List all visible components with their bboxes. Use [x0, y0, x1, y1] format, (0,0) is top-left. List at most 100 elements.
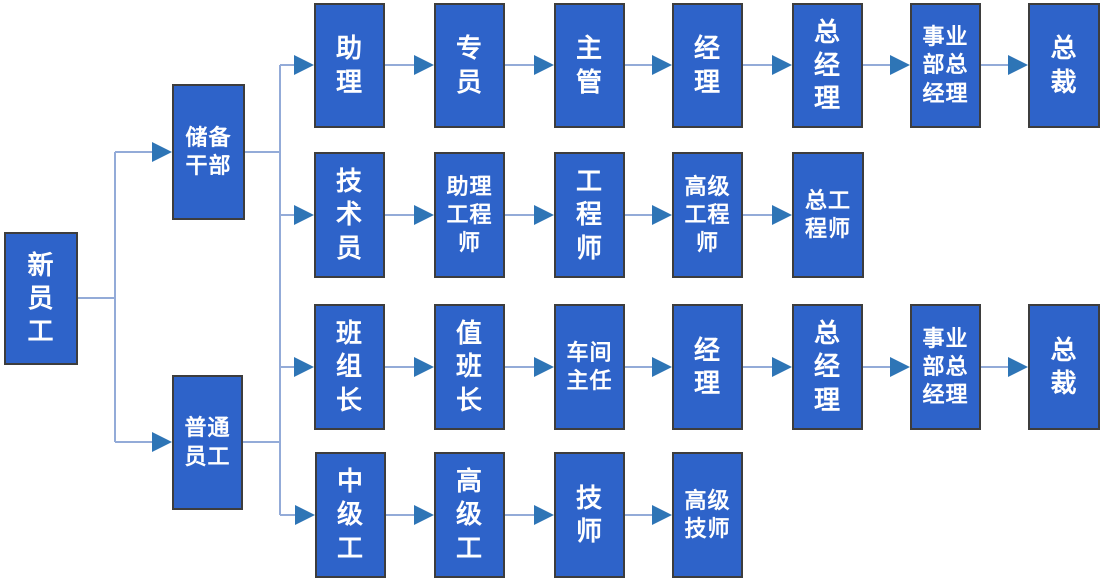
- connector-line: [279, 65, 281, 515]
- arrow-shaft: [115, 151, 154, 153]
- arrow-shaft: [625, 366, 654, 368]
- arrow-shaft: [115, 441, 154, 443]
- arrow-shaft: [981, 366, 1010, 368]
- node-label: 班 组 长: [335, 318, 363, 415]
- node-senior-engineer: 高级 工程 师: [672, 152, 743, 278]
- arrowhead-right-icon: [152, 142, 172, 162]
- arrowhead-right-icon: [294, 55, 314, 75]
- node-reserve-cadre: 储备 干部: [172, 84, 245, 220]
- node-label: 总 裁: [1050, 33, 1078, 97]
- node-team-leader: 班 组 长: [314, 304, 385, 430]
- node-label: 经 理: [693, 33, 721, 97]
- node-label: 高级 技师: [684, 487, 731, 541]
- arrowhead-right-icon: [152, 432, 172, 452]
- node-workshop-director: 车间 主任: [554, 304, 625, 430]
- arrowhead-right-icon: [890, 55, 910, 75]
- arrow-shaft: [385, 366, 416, 368]
- arrowhead-right-icon: [414, 357, 434, 377]
- arrowhead-right-icon: [652, 505, 672, 525]
- node-assistant: 助 理: [314, 3, 385, 128]
- node-general-manager-row3: 总 经 理: [792, 304, 863, 430]
- node-senior-worker: 高 级 工: [434, 452, 505, 578]
- arrow-shaft: [743, 214, 774, 216]
- arrow-shaft: [505, 366, 536, 368]
- node-label: 事业 部总 经理: [922, 325, 969, 408]
- node-engineer: 工 程 师: [554, 152, 625, 278]
- connector-line: [78, 297, 116, 299]
- node-manager-row3: 经 理: [672, 304, 743, 430]
- node-skilled-technician: 技 师: [554, 452, 625, 578]
- node-label: 高 级 工: [455, 466, 483, 563]
- connector-line: [243, 441, 281, 443]
- connector-line: [245, 151, 281, 153]
- arrow-shaft: [386, 514, 416, 516]
- arrowhead-right-icon: [294, 205, 314, 225]
- node-division-gm-row1: 事业 部总 经理: [910, 3, 981, 128]
- node-division-gm-row3: 事业 部总 经理: [910, 304, 981, 430]
- arrowhead-right-icon: [772, 205, 792, 225]
- arrowhead-right-icon: [534, 357, 554, 377]
- node-label: 值 班 长: [455, 318, 483, 415]
- arrowhead-right-icon: [890, 357, 910, 377]
- arrow-shaft: [743, 64, 774, 66]
- arrow-shaft: [505, 214, 536, 216]
- arrowhead-right-icon: [414, 55, 434, 75]
- node-specialist: 专 员: [434, 3, 505, 128]
- arrowhead-right-icon: [294, 357, 314, 377]
- arrow-shaft: [625, 214, 654, 216]
- arrow-shaft: [385, 64, 416, 66]
- node-technician: 技 术 员: [314, 152, 385, 278]
- arrowhead-right-icon: [534, 205, 554, 225]
- arrowhead-right-icon: [772, 357, 792, 377]
- arrowhead-right-icon: [414, 205, 434, 225]
- arrow-shaft: [625, 514, 654, 516]
- arrowhead-right-icon: [534, 505, 554, 525]
- node-shift-leader: 值 班 长: [434, 304, 505, 430]
- arrow-shaft: [280, 64, 296, 66]
- arrow-shaft: [280, 214, 296, 216]
- node-label: 普通 员工: [184, 415, 231, 469]
- node-label: 技 术 员: [335, 166, 363, 263]
- arrowhead-right-icon: [772, 55, 792, 75]
- arrow-shaft: [280, 366, 296, 368]
- node-president-row1: 总 裁: [1028, 3, 1100, 128]
- node-label: 总 经 理: [813, 318, 841, 415]
- node-chief-engineer: 总工 程师: [792, 152, 864, 278]
- node-label: 主 管: [575, 33, 603, 97]
- node-manager-row1: 经 理: [672, 3, 743, 128]
- arrow-shaft: [385, 214, 416, 216]
- connector-line: [114, 152, 116, 442]
- node-intermediate-worker: 中 级 工: [315, 452, 386, 578]
- node-label: 工 程 师: [575, 166, 603, 263]
- node-senior-technician: 高级 技师: [672, 452, 743, 578]
- node-label: 总 经 理: [813, 16, 841, 114]
- node-ordinary-employee: 普通 员工: [172, 375, 243, 510]
- node-label: 车间 主任: [566, 339, 613, 393]
- node-label: 专 员: [455, 33, 483, 97]
- node-label: 事业 部总 经理: [922, 24, 969, 106]
- node-general-manager-row1: 总 经 理: [792, 3, 863, 128]
- node-label: 储备 干部: [185, 124, 232, 178]
- arrow-shaft: [505, 514, 536, 516]
- node-assistant-engineer: 助理 工程 师: [434, 152, 505, 278]
- arrow-shaft: [981, 64, 1010, 66]
- arrowhead-right-icon: [295, 505, 315, 525]
- arrowhead-right-icon: [652, 55, 672, 75]
- node-new-employee: 新 员 工: [4, 232, 78, 365]
- arrowhead-right-icon: [534, 55, 554, 75]
- node-supervisor: 主 管: [554, 3, 625, 128]
- node-label: 总工 程师: [804, 187, 851, 241]
- arrow-shaft: [280, 514, 297, 516]
- node-label: 中 级 工: [336, 466, 364, 563]
- node-label: 技 师: [575, 482, 603, 546]
- node-label: 总 裁: [1050, 334, 1078, 398]
- arrowhead-right-icon: [1008, 55, 1028, 75]
- arrow-shaft: [863, 64, 892, 66]
- node-label: 新 员 工: [27, 249, 55, 347]
- arrow-shaft: [625, 64, 654, 66]
- node-label: 助 理: [335, 33, 363, 97]
- arrow-shaft: [743, 366, 774, 368]
- arrow-shaft: [863, 366, 892, 368]
- arrow-shaft: [505, 64, 536, 66]
